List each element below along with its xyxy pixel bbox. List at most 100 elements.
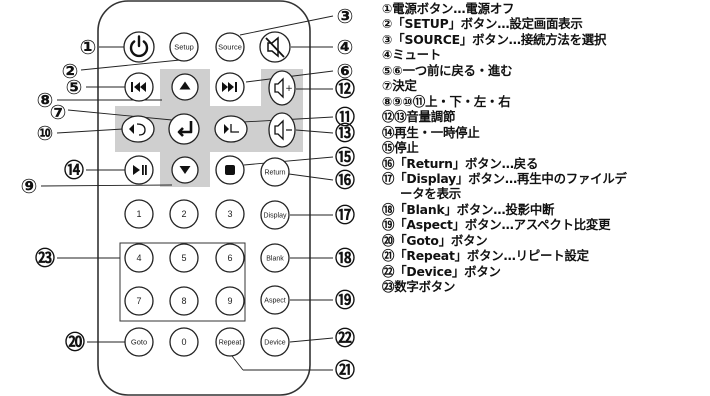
legend-line: ㉑「Repeat」ボタン…リピート設定 — [382, 248, 589, 264]
callout-number: ⑪ — [335, 105, 355, 129]
triangle-up-icon — [179, 81, 191, 90]
digit-4-button[interactable]: 4 — [124, 243, 154, 273]
callout-number: ⑲ — [335, 288, 355, 312]
down-button[interactable] — [171, 156, 199, 184]
digit-7-button-label: 7 — [136, 296, 141, 306]
digit-9-button[interactable]: 9 — [215, 286, 245, 316]
digit-0-button[interactable]: 0 — [169, 327, 199, 357]
numpad-frame — [119, 242, 246, 322]
callout-number: ⑰ — [335, 203, 355, 227]
legend-line: ㉓数字ボタン — [382, 279, 456, 295]
stop-icon — [225, 165, 235, 175]
back-left-icon — [129, 123, 146, 136]
callout-number: ⑬ — [335, 121, 355, 145]
leader-line — [289, 337, 334, 343]
callout-number: ① — [80, 35, 97, 59]
mute-button[interactable] — [259, 31, 291, 63]
digit-8-button[interactable]: 8 — [169, 286, 199, 316]
play-pause-icon — [133, 165, 147, 175]
repeat-button-label: Repeat — [219, 340, 242, 347]
callout-number: ⑤ — [66, 75, 83, 99]
aspect-button[interactable]: Aspect — [260, 285, 290, 315]
legend-line: ⑰「Display」ボタン…再生中のファイルデ — [382, 170, 627, 186]
leader-line — [288, 173, 334, 181]
digit-1-button[interactable]: 1 — [124, 199, 154, 229]
legend-line: ⑮停止 — [382, 140, 419, 156]
source-button[interactable]: Source — [215, 32, 245, 62]
skip-back-icon — [131, 82, 146, 92]
power-icon — [129, 35, 149, 58]
leader-line — [231, 355, 244, 371]
source-button-label: Source — [218, 43, 242, 52]
callout-number: ㉑ — [335, 358, 355, 382]
leader-line — [80, 59, 181, 71]
callout-number: ⑭ — [64, 158, 84, 182]
legend-line: ⑤⑥一つ前に戻る・進む — [382, 62, 513, 78]
callout-number: ③ — [337, 4, 354, 28]
digit-6-button-label: 6 — [227, 253, 232, 263]
leader-line — [56, 128, 124, 134]
callout-number: ⑦ — [50, 100, 67, 124]
power-button[interactable] — [123, 31, 155, 63]
digit-8-button-label: 8 — [181, 296, 186, 306]
volume-up-button[interactable]: + — [268, 70, 296, 106]
leader-line — [67, 109, 173, 121]
device-button[interactable]: Device — [260, 327, 290, 357]
goto-button-label: Goto — [131, 338, 147, 347]
prev-button[interactable] — [124, 72, 154, 102]
digit-4-button-label: 4 — [136, 253, 141, 263]
digit-7-button[interactable]: 7 — [124, 286, 154, 316]
legend-line: ⑲「Aspect」ボタン…アスペクト比変更 — [382, 217, 611, 233]
digit-6-button[interactable]: 6 — [215, 243, 245, 273]
digit-9-button-label: 9 — [227, 296, 232, 306]
callout-number: ⑥ — [337, 59, 354, 83]
volume-down-button[interactable] — [268, 112, 296, 148]
legend-line: ②「SETUP」ボタン…設定画面表示 — [382, 16, 583, 32]
stop-button[interactable] — [215, 155, 245, 185]
digit-3-button[interactable]: 3 — [215, 199, 245, 229]
device-button-label: Device — [264, 340, 286, 347]
leader-line — [243, 156, 334, 166]
goto-button[interactable]: Goto — [124, 327, 154, 357]
blank-button[interactable]: Blank — [260, 243, 290, 273]
digit-2-button-label: 2 — [181, 209, 186, 219]
forward-right-icon — [224, 124, 239, 134]
legend-line: ③「SOURCE」ボタン…接続方法を選択 — [382, 31, 607, 47]
triangle-down-icon — [179, 166, 191, 174]
callout-number: ⑱ — [335, 246, 355, 270]
callout-number: ⑳ — [65, 330, 85, 354]
callout-number: ⑧ — [37, 88, 54, 112]
legend-line: ータを表示 — [400, 186, 461, 202]
skip-forward-icon — [222, 82, 237, 92]
mute-icon — [265, 36, 285, 58]
left-button[interactable] — [121, 115, 155, 143]
right-button[interactable] — [214, 115, 248, 143]
legend-line: ④ミュート — [382, 47, 442, 63]
callout-number: ⑮ — [335, 145, 355, 169]
digit-5-button[interactable]: 5 — [169, 243, 199, 273]
digit-3-button-label: 3 — [227, 209, 232, 219]
callout-number: ⑨ — [21, 174, 38, 198]
callout-number: ② — [62, 59, 79, 83]
setup-button-label: Setup — [174, 43, 194, 52]
legend-line: ⑫⑬音量調節 — [382, 109, 456, 125]
legend-line: ㉒「Device」ボタン — [382, 263, 501, 279]
enter-button[interactable] — [168, 113, 200, 145]
return-button[interactable]: Return — [260, 157, 290, 187]
legend-line: ⑦決定 — [382, 78, 417, 94]
up-button[interactable] — [171, 73, 199, 101]
setup-button[interactable]: Setup — [169, 32, 199, 62]
legend-line: ①電源ボタン…電源オフ — [382, 1, 515, 16]
volume-down-icon — [274, 119, 292, 141]
next-button[interactable] — [215, 72, 245, 102]
display-button[interactable]: Display — [260, 200, 290, 230]
callout-number: ⑩ — [37, 121, 54, 145]
play-pause-button[interactable] — [124, 155, 154, 185]
digit-2-button[interactable]: 2 — [169, 199, 199, 229]
callout-number: ㉒ — [335, 326, 355, 350]
aspect-button-label: Aspect — [264, 298, 285, 305]
repeat-button[interactable]: Repeat — [215, 327, 245, 357]
leader-line — [40, 184, 173, 187]
